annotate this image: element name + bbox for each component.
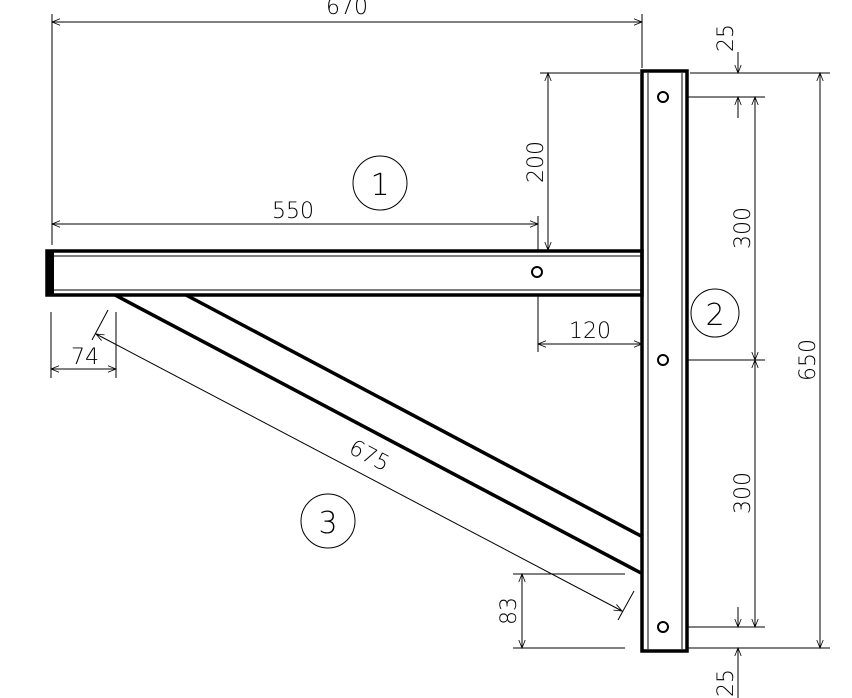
dimension-300-lower: 300 [688,360,765,627]
dimension-25-bottom: 25 [714,607,739,698]
plate-hole-top [657,91,669,103]
balloon-part-2: 2 [690,288,740,338]
svg-text:650: 650 [796,339,821,381]
dimension-200: 200 [524,73,640,250]
dimension-120: 120 [538,296,642,352]
beam-hole [531,266,543,278]
diagonal-brace [114,293,642,575]
svg-text:1: 1 [370,168,389,203]
svg-text:300: 300 [731,207,756,249]
dimension-670: 670 [52,0,642,245]
svg-text:3: 3 [318,506,337,541]
svg-text:74: 74 [71,345,99,370]
balloon-part-1: 1 [352,155,408,211]
dimension-650: 650 [688,73,830,648]
plate-hole-middle [657,354,669,366]
dimension-675: 675 [91,309,635,621]
svg-text:550: 550 [272,199,314,224]
balloon-part-3: 3 [300,493,356,549]
vertical-plate [640,69,689,653]
svg-text:300: 300 [731,472,756,514]
dimension-74: 74 [51,312,116,378]
horizontal-beam [45,249,644,297]
svg-text:675: 675 [345,435,394,477]
dimension-300-upper: 300 [688,97,765,360]
svg-text:25: 25 [714,669,739,697]
svg-text:670: 670 [326,0,368,20]
dimension-25-top: 25 [688,24,830,118]
svg-text:25: 25 [714,24,739,52]
svg-text:200: 200 [524,141,549,183]
svg-text:83: 83 [497,597,522,625]
svg-text:120: 120 [569,319,611,344]
svg-text:2: 2 [705,298,724,333]
plate-hole-bottom [657,621,669,633]
dimension-550: 550 [52,199,538,250]
dimension-83: 83 [497,574,625,648]
